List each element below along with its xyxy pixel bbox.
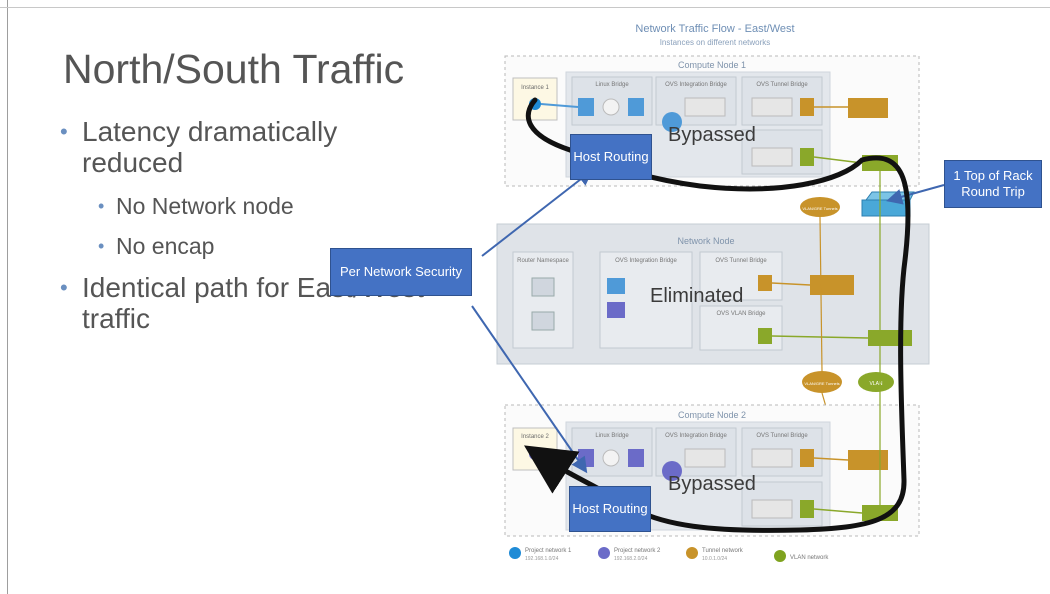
- legend-sub-project-2: 192.168.2.0/24: [614, 556, 648, 562]
- linux-bridge-1-label: Linux Bridge: [595, 82, 629, 88]
- tor-arrow: [886, 184, 945, 205]
- ovs-vlan-2-port: [800, 500, 814, 518]
- lb2-port-b: [628, 449, 644, 467]
- ovs-tun-bridge-2-label: OVS Tunnel Bridge: [756, 433, 808, 439]
- lb1-port-b: [628, 98, 644, 116]
- lb1-port-a: [578, 98, 594, 116]
- bypassed-top-label: Bypassed: [668, 124, 756, 146]
- ovs-vlan-1-patch: [751, 147, 793, 167]
- node-2-link-b: [813, 508, 863, 514]
- sub-bullet-no-encap: No encap: [58, 232, 438, 260]
- ovs-tun-1-port: [800, 98, 814, 116]
- instance-2-port: [529, 448, 541, 460]
- node-2-link-a: [813, 457, 849, 461]
- legend-label-project-2: Project network 2: [614, 548, 661, 554]
- ovs-vlan-bridge-nn-label: OVS VLAN Bridge: [716, 311, 766, 317]
- ovs-int-2-patch: [684, 448, 726, 468]
- legend-dot-project-2: [598, 547, 610, 559]
- nn-tun-port: [758, 275, 772, 291]
- tunnel-cloud-top-label: VLAN/GRE Tunnels: [802, 206, 837, 211]
- nn-link-b: [771, 335, 869, 339]
- ovs-vlan-1-port: [800, 148, 814, 166]
- eliminated-label: Eliminated: [650, 285, 743, 307]
- network-node-label: Network Node: [677, 236, 734, 246]
- ovs-vlan-2-patch: [751, 499, 793, 519]
- ovs-int-bridge-nn-label: OVS Integration Bridge: [615, 258, 677, 264]
- ovs-int-bridge-1-label: OVS Integration Bridge: [665, 82, 727, 88]
- ovs-tun-bridge-1-label: OVS Tunnel Bridge: [756, 82, 808, 88]
- router-namespace-label: Router Namespace: [517, 258, 569, 264]
- host-routing-callout-top: Host Routing: [570, 134, 652, 180]
- interface-2-node-2: [848, 450, 888, 470]
- vlan-cloud: [858, 372, 894, 392]
- ovs-tun-1-patch: [751, 97, 793, 117]
- interface-3-nn: [868, 330, 912, 346]
- ovs-tun-2-port: [800, 449, 814, 467]
- compute-node-1-label: Compute Node 1: [678, 60, 746, 70]
- ovs-int-bridge-2-label: OVS Integration Bridge: [665, 433, 727, 439]
- vlan-cloud-label: VLAN: [869, 381, 882, 387]
- router-port-1: [531, 277, 555, 297]
- bullet-list: Latency dramatically reduced No Network …: [58, 116, 438, 348]
- ovs-tun-bridge-nn-label: OVS Tunnel Bridge: [715, 258, 767, 264]
- interface-3-node-2: [862, 505, 898, 521]
- per-network-security-callout: Per Network Security: [330, 248, 472, 296]
- legend-sub-project-1: 192.168.1.0/24: [525, 556, 559, 562]
- interface-2-node-1: [848, 98, 888, 118]
- slide-title: North/South Traffic: [63, 46, 405, 92]
- linux-bridge-2-label: Linux Bridge: [595, 433, 629, 439]
- ovs-int-bridge-nn: [599, 251, 693, 349]
- legend-sub-tunnel: 10.0.1.0/24: [702, 556, 727, 562]
- router-namespace-box: [512, 251, 574, 349]
- tunnel-cloud-bottom-label: VLAN/GRE Tunnels: [804, 381, 839, 386]
- tunnel-vertical-link: [819, 216, 823, 372]
- lb1-bridge: [602, 98, 620, 116]
- tunnel-cloud-bottom: [802, 371, 842, 393]
- diagram-subtitle: Instances on different networks: [660, 38, 771, 47]
- int-2-vlan-tag: [662, 461, 682, 481]
- ovs-int-1-patch: [684, 97, 726, 117]
- slide-border-left: [7, 0, 8, 594]
- security-arrow-up: [481, 169, 594, 257]
- legend-label-project-1: Project network 1: [525, 548, 572, 554]
- bullet-latency: Latency dramatically reduced: [58, 116, 438, 178]
- lb2-bridge: [602, 449, 620, 467]
- host-routing-callout-bottom: Host Routing: [569, 486, 651, 532]
- legend-dot-vlan: [774, 550, 786, 562]
- slide-border-top: [0, 7, 1050, 8]
- nn-port-a: [607, 278, 625, 294]
- interface-2-nn: [810, 275, 854, 295]
- nn-port-b: [607, 302, 625, 318]
- router-port-2: [531, 311, 555, 331]
- nn-vlan-port: [758, 328, 772, 344]
- tunnel-cloud-top: [800, 197, 840, 217]
- instance-2-label: Instance 2: [521, 434, 549, 440]
- bypassed-bottom-label: Bypassed: [668, 473, 756, 495]
- legend-label-tunnel: Tunnel network: [702, 548, 744, 554]
- int-1-vlan-tag: [662, 112, 682, 132]
- legend-dot-tunnel: [686, 547, 698, 559]
- node-1-link-c: [813, 156, 863, 164]
- legend-label-vlan: VLAN network: [790, 555, 829, 561]
- legend-dot-project-1: [509, 547, 521, 559]
- instance-1-label: Instance 1: [521, 85, 549, 91]
- node-1-link-a: [540, 103, 579, 108]
- diagram-title: Network Traffic Flow - East/West: [635, 23, 794, 35]
- nn-link-a: [771, 282, 811, 286]
- compute-node-2-label: Compute Node 2: [678, 410, 746, 420]
- sub-bullet-no-network-node: No Network node: [58, 192, 438, 220]
- ovs-tun-2-patch: [751, 448, 793, 468]
- top-of-rack-callout: 1 Top of Rack Round Trip: [944, 160, 1042, 208]
- security-arrow-down: [471, 305, 588, 474]
- tor-switch-icon: [861, 199, 911, 217]
